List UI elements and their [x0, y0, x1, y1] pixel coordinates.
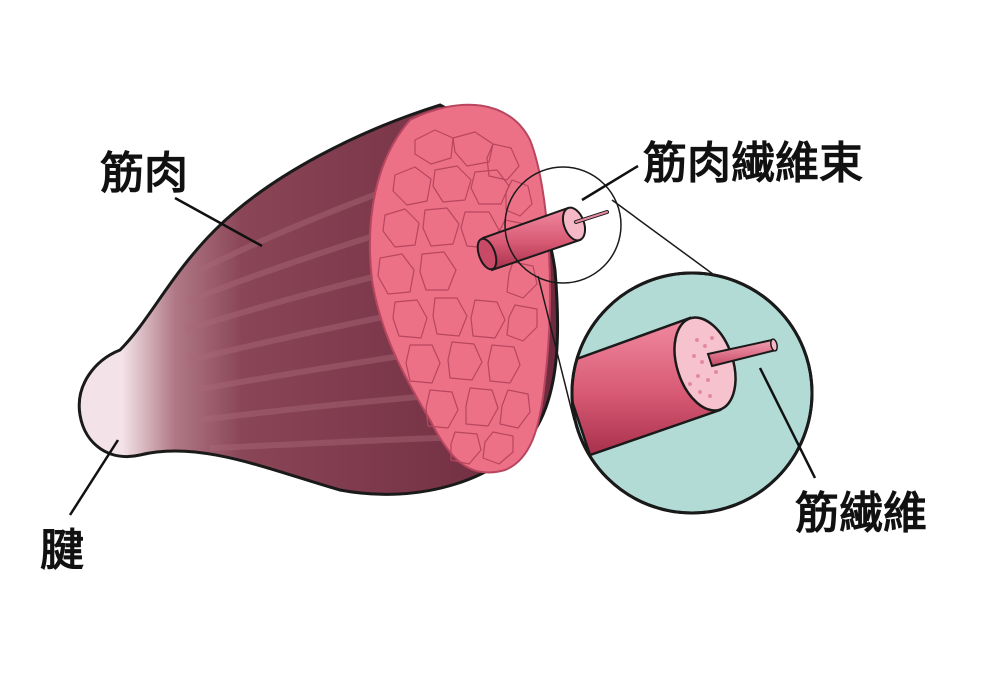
zoom-detail [570, 271, 814, 515]
muscle-cross-section [368, 103, 551, 474]
fiber-dots [688, 336, 718, 398]
magnifier-circle [504, 166, 622, 284]
leader-muscle [174, 196, 263, 248]
leader-fascicle [581, 164, 639, 202]
leader-tendon [68, 439, 120, 516]
label-tendon: 腱 [40, 525, 84, 576]
leader-fiber [758, 367, 817, 479]
fascicle-cells [377, 129, 538, 465]
label-fiber: 筋繊維 [795, 488, 927, 539]
fascicle-extrusion [476, 206, 609, 272]
label-fascicle: 筋肉繊維束 [643, 138, 863, 189]
label-muscle: 筋肉 [100, 148, 188, 199]
